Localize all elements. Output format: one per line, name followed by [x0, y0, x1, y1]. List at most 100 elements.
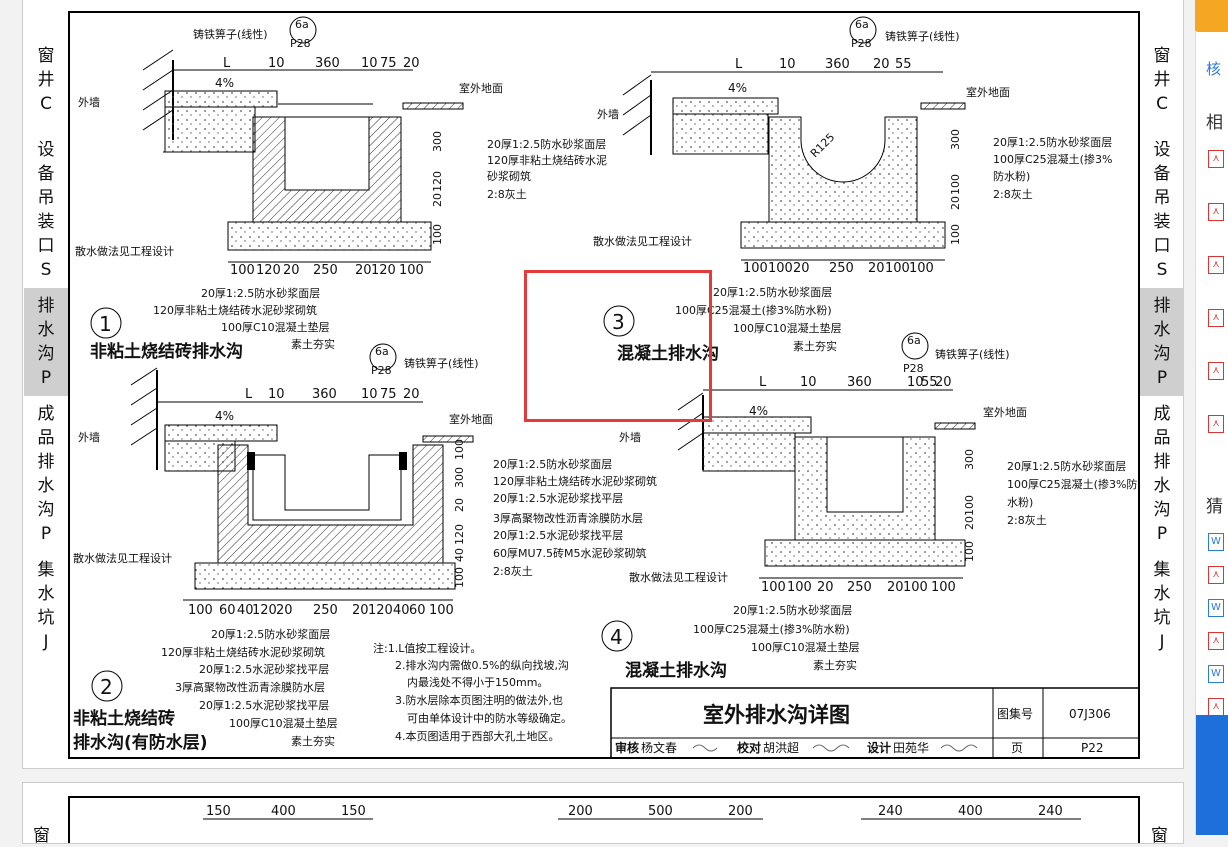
d3-dim-vert: 100 — [949, 174, 962, 195]
side-char: 设 — [37, 140, 55, 160]
d2-note-right: 20厚1:2.5防水砂浆面层 — [493, 457, 612, 471]
side-char: S — [40, 260, 52, 280]
side-char: J — [1159, 632, 1165, 652]
d2-outer-wall: 外墙 — [78, 430, 100, 444]
side-char: 吊 — [1153, 188, 1171, 208]
d1-dim-bottom: 100 — [230, 263, 255, 278]
d2-dim-bottom: 60 — [219, 603, 236, 618]
side-char: 井 — [37, 70, 55, 90]
side-char: C — [40, 94, 52, 114]
atlas-number: 07J306 — [1069, 707, 1111, 721]
side-char: 沟 — [1153, 344, 1171, 364]
d4-note-right: 20厚1:2.5防水砂浆面层 — [1007, 459, 1126, 473]
note-line: 注:1.L值按工程设计。 — [373, 641, 481, 655]
page-number: P22 — [1081, 741, 1104, 755]
d3-ref-num: 6a — [855, 18, 869, 31]
tab-catalog[interactable]: 核 — [1206, 60, 1222, 78]
side-char: S — [1156, 260, 1168, 280]
d1-dim-bottom: 20 — [355, 263, 372, 278]
promo-banner[interactable] — [1196, 715, 1228, 835]
p2-dim: 240 — [878, 804, 903, 819]
side-char: 集 — [37, 560, 55, 580]
d2-dim-top: 10 — [268, 387, 285, 402]
d3-dim-bottom: 250 — [829, 261, 854, 276]
d4-note-right: 100厚C25混凝土(掺3%防 — [1007, 477, 1137, 491]
d4-dim-bottom: 20 — [887, 580, 904, 595]
d1-title: 非粘土烧结砖排水沟 — [90, 341, 243, 362]
d1-ref-num: 6a — [295, 18, 309, 31]
side-char: 备 — [37, 164, 55, 184]
d4-dim-vert: 20 — [963, 516, 976, 530]
reviewer: 杨文春 — [641, 740, 677, 755]
d1-dim-top: 75 — [380, 56, 397, 71]
d1-note-below: 素土夯实 — [291, 337, 335, 351]
signature-mark — [812, 744, 850, 752]
d2-dim-top: 10 — [361, 387, 378, 402]
side-char: 排 — [37, 296, 55, 316]
d4-note-below: 20厚1:2.5防水砂浆面层 — [733, 603, 852, 617]
pdf-icon[interactable]: ⋏ — [1208, 566, 1224, 584]
side-char: 水 — [1153, 584, 1171, 604]
pdf-icon[interactable]: ⋏ — [1208, 698, 1224, 716]
d3-dim-top: 360 — [825, 57, 850, 72]
pdf-icon[interactable]: ⋏ — [1208, 362, 1224, 380]
side-char: 水 — [1153, 476, 1171, 496]
d2-note-below: 20厚1:2.5水泥砂浆找平层 — [199, 698, 329, 712]
d4-note-below: 100厚C10混凝土垫层 — [751, 640, 860, 654]
side-char: P — [1156, 368, 1168, 388]
page-label: 页 — [1011, 741, 1023, 755]
d3-grate-label: 铸铁箅子(线性) — [885, 29, 960, 43]
d3-outer-wall: 外墙 — [597, 107, 619, 121]
d4-dim-vert: 100 — [963, 495, 976, 516]
word-icon[interactable]: W — [1208, 665, 1224, 683]
d1-outer-wall: 外墙 — [78, 95, 100, 109]
d3-radius: R125 — [808, 131, 837, 160]
d4-title: 混凝土排水沟 — [625, 660, 727, 681]
pdf-icon[interactable]: ⋏ — [1208, 150, 1224, 168]
word-icon[interactable]: W — [1208, 599, 1224, 617]
d4-note-right: 水粉) — [1007, 496, 1033, 509]
d4-dim-top: 10 — [800, 375, 817, 390]
d2-note-right: 20厚1:2.5水泥砂浆找平层 — [493, 528, 623, 542]
d2-note-below: 素土夯实 — [291, 734, 335, 748]
side-char: 沟 — [37, 500, 55, 520]
pdf-icon[interactable]: ⋏ — [1208, 632, 1224, 650]
d3-dim-vert: 20 — [949, 196, 962, 210]
side-char: 设 — [1153, 140, 1171, 160]
d3-dim-bottom: 100 — [909, 261, 934, 276]
d1-note-right: 120厚非粘土烧结砖水泥 — [487, 153, 607, 167]
note-line: 2.排水沟内需做0.5%的纵向找坡,沟 — [395, 658, 569, 672]
d2-dim-bottom: 20 — [352, 603, 369, 618]
pdf-icon[interactable]: ⋏ — [1208, 309, 1224, 327]
d3-dim-top: 55 — [895, 57, 912, 72]
d3-dim-bottom: 100 — [743, 261, 768, 276]
d3-dim-bottom: 100 — [885, 261, 910, 276]
d3-note-right: 20厚1:2.5防水砂浆面层 — [993, 135, 1112, 149]
d3-note-below: 20厚1:2.5防水砂浆面层 — [713, 285, 832, 299]
d3-dim-bottom: 20 — [868, 261, 885, 276]
pdf-icon[interactable]: ⋏ — [1208, 256, 1224, 274]
d2-dim-bottom: 40 — [393, 603, 410, 618]
d1-dim-vert: 120 — [431, 171, 444, 192]
d2-L: L — [245, 387, 253, 402]
next-page-canvas: 150 400 150 200 500 200 240 400 240 窗 窗 — [33, 796, 1168, 847]
d3-outdoor-ground: 室外地面 — [966, 85, 1010, 99]
side-char: P — [1156, 524, 1168, 544]
right-sidebar — [1195, 0, 1228, 835]
download-button[interactable] — [1195, 0, 1228, 32]
side-char: 井 — [1153, 70, 1171, 90]
word-icon[interactable]: W — [1208, 533, 1224, 551]
pdf-icon[interactable]: ⋏ — [1208, 415, 1224, 433]
pdf-icon[interactable]: ⋏ — [1208, 203, 1224, 221]
side-char: 排 — [1153, 296, 1171, 316]
